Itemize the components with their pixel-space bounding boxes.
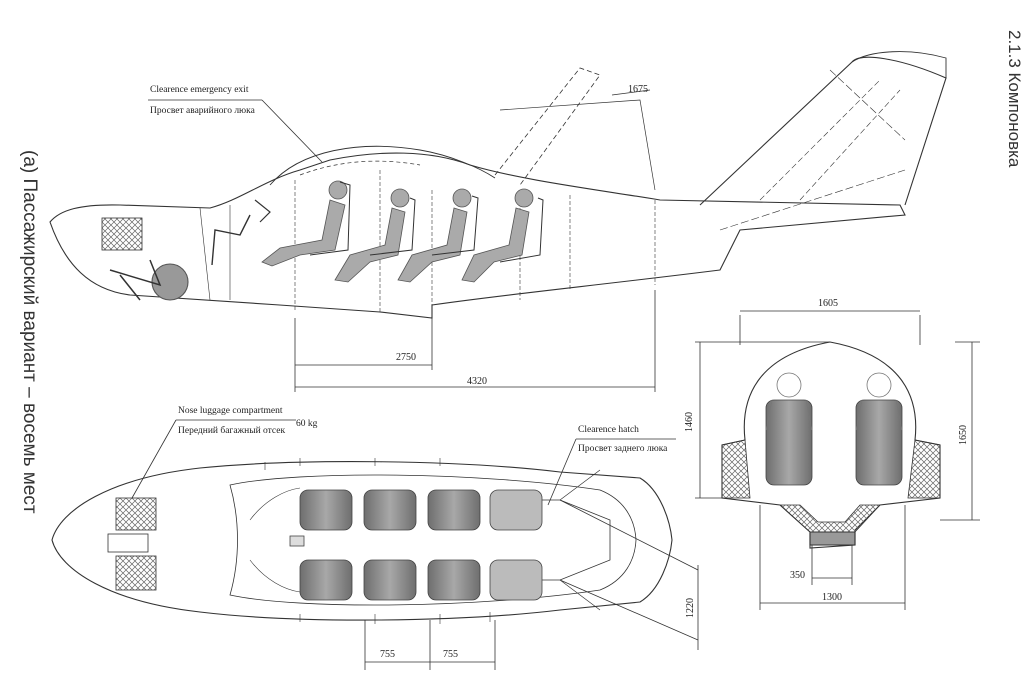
open-hatch-door xyxy=(494,67,601,186)
seat-row1-right xyxy=(299,559,353,601)
seat-row1-left xyxy=(299,489,353,531)
dim-cross-height-inner: 1460 xyxy=(684,412,695,432)
dim-cross-height-outer: 1650 xyxy=(958,425,969,445)
seat-row2-left xyxy=(363,489,417,531)
horizontal-stabilizer xyxy=(851,51,947,78)
dim-seat-pitch-1: 755 xyxy=(380,649,395,660)
nose-luggage-box-side xyxy=(101,217,143,251)
nose-luggage-weight: 60 kg xyxy=(296,419,318,429)
seat-row3-right xyxy=(427,559,481,601)
nose-luggage-callout: Nose luggage compartment 60 kg Передний … xyxy=(131,406,318,499)
section-title: 2.1.3 Компоновка xyxy=(1005,30,1024,168)
cross-seat-left xyxy=(765,399,813,486)
nose-luggage-box-2 xyxy=(107,533,149,553)
dim-bottom-width: 1300 xyxy=(822,592,842,603)
plan-seats xyxy=(289,489,543,601)
cross-seat-right xyxy=(855,399,903,486)
dim-plan-width: 1220 xyxy=(685,598,696,618)
variant-title: (а) Пассажирский вариант – восемь мест xyxy=(19,150,40,514)
dim-cross-width: 1605 xyxy=(818,298,838,309)
plan-dimensions xyxy=(364,499,699,670)
rear-hatch-callout: Clearence hatch Просвет заднего люка xyxy=(547,425,676,506)
nose-luggage-box-3 xyxy=(115,555,157,591)
nose-luggage-en: Nose luggage compartment xyxy=(178,406,283,416)
dim-total-length: 4320 xyxy=(467,376,487,387)
vertical-tail xyxy=(699,56,947,206)
seat-row3-left xyxy=(427,489,481,531)
canopy-outline xyxy=(269,145,496,186)
cross-dimensions xyxy=(695,310,980,610)
emergency-exit-ru: Просвет аварийного люка xyxy=(150,105,256,116)
nose-luggage-box-1 xyxy=(115,497,157,531)
side-view xyxy=(49,51,947,319)
cross-section-fuselage xyxy=(721,341,941,549)
dim-hatch-width: 1675 xyxy=(628,84,648,95)
dim-floor-width: 350 xyxy=(790,570,805,581)
side-dimensions xyxy=(294,89,656,392)
side-seats xyxy=(309,181,544,263)
passenger-figures xyxy=(261,180,534,283)
emergency-exit-callout: Clearence emergency exit Просвет аварийн… xyxy=(148,85,323,163)
seat-row4-left xyxy=(489,489,543,531)
fuselage-plan-outline xyxy=(51,461,673,621)
rear-hatch-en: Clearence hatch xyxy=(578,425,639,435)
cross-section-seats xyxy=(765,372,903,486)
plan-view xyxy=(51,458,673,624)
fuselage-side-outline xyxy=(49,152,906,319)
dim-cabin-length: 2750 xyxy=(396,352,416,363)
seat-row2-right xyxy=(363,559,417,601)
dim-seat-pitch-2: 755 xyxy=(443,649,458,660)
rear-hatch-ru: Просвет заднего люка xyxy=(578,444,668,454)
nose-wheel xyxy=(151,263,189,301)
nose-luggage-ru: Передний багажный отсек xyxy=(178,425,285,436)
seat-row4-right xyxy=(489,559,543,601)
emergency-exit-en: Clearence emergency exit xyxy=(150,85,249,95)
cross-section xyxy=(721,341,941,549)
